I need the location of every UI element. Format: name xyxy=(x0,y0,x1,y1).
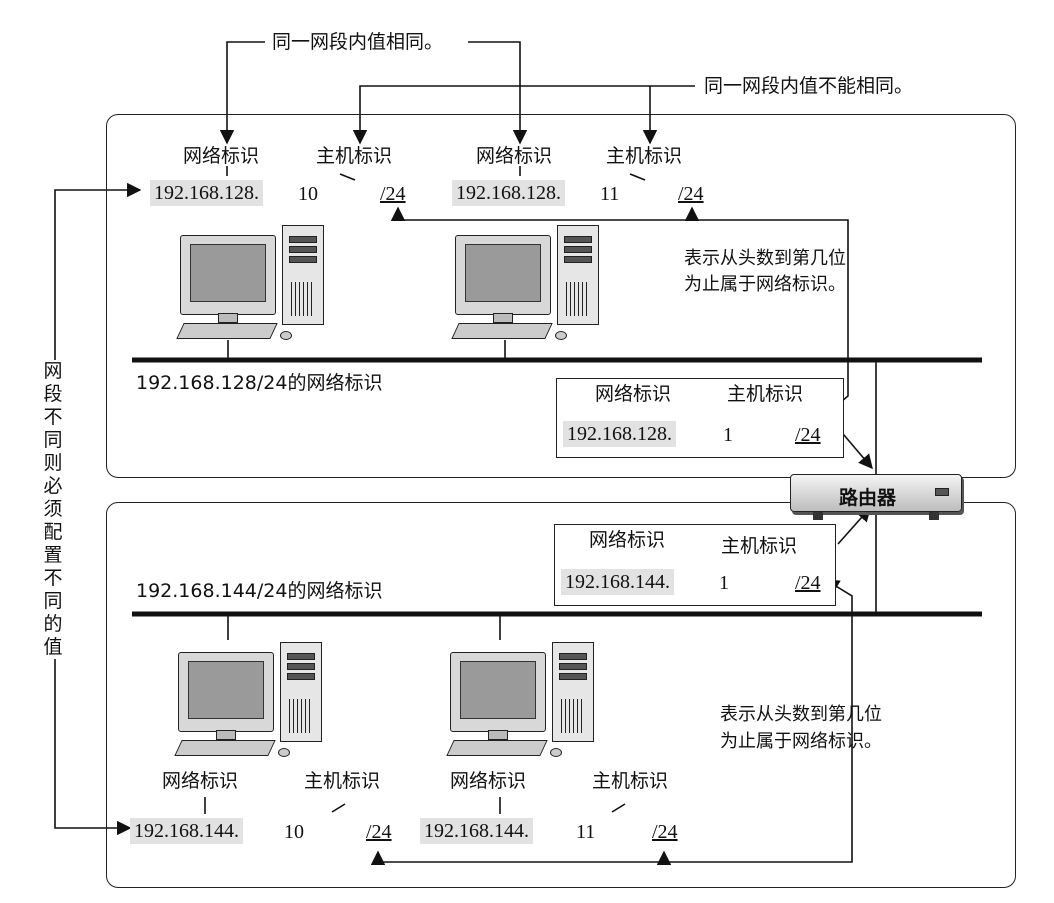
left-bracket-bottom-arrow xyxy=(54,652,132,836)
top-host-a-host-label: 主机标识 xyxy=(316,145,393,167)
computer-icon xyxy=(451,225,605,353)
bottom-host-a-ip-host: 10 xyxy=(284,821,304,843)
top-host-b-prefix: /24 xyxy=(678,183,704,205)
router-interface-top-box: 网络标识 主机标识 192.168.128. 1 /24 xyxy=(556,378,844,458)
top-host-a-prefix: /24 xyxy=(380,183,406,205)
router-label: 路由器 xyxy=(839,487,897,509)
top-host-a-ip-net: 192.168.128. xyxy=(150,180,263,206)
bottom-host-a-ip-net: 192.168.144. xyxy=(130,818,243,844)
router-interface-bottom-box: 网络标识 主机标识 192.168.144. 1 /24 xyxy=(554,524,836,606)
router-led-icon xyxy=(935,488,949,496)
bottom-host-b-ip-net: 192.168.144. xyxy=(420,818,533,844)
bottom-host-a-net-label: 网络标识 xyxy=(162,770,239,792)
top-host-b-ip-net: 192.168.128. xyxy=(452,180,565,206)
bottom-host-b-ip-host: 11 xyxy=(576,821,596,843)
different-host-arrow-left xyxy=(352,85,695,145)
computer-icon xyxy=(446,642,600,770)
router-top-ip-host: 1 xyxy=(723,424,733,446)
router-device: 路由器 xyxy=(790,474,962,520)
network-panel-bottom xyxy=(106,502,1016,888)
bottom-prefix-feedback xyxy=(370,700,853,865)
bottom-host-b-net-label: 网络标识 xyxy=(450,770,527,792)
left-bracket-top-arrow xyxy=(54,182,142,360)
same-network-arrow-right xyxy=(468,41,528,145)
top-prefix-note-line1: 表示从头数到第几位 xyxy=(684,248,846,269)
bottom-prefix-note-line2: 为止属于网络标识。 xyxy=(720,731,882,752)
router-top-net-label: 网络标识 xyxy=(595,383,672,405)
different-host-note: 同一网段内值不能相同。 xyxy=(704,75,914,97)
top-prefix-feedback xyxy=(390,206,849,293)
same-network-note: 同一网段内值相同。 xyxy=(272,31,444,53)
same-network-arrow-left xyxy=(219,41,265,145)
router-bottom-prefix: /24 xyxy=(795,572,821,594)
top-prefix-note-line2: 为止属于网络标识。 xyxy=(684,274,846,295)
router-bottom-host-label: 主机标识 xyxy=(721,535,798,557)
bottom-host-a-host-label: 主机标识 xyxy=(304,770,381,792)
top-host-b-net-label: 网络标识 xyxy=(476,145,553,167)
network-panel-top xyxy=(106,114,1016,478)
router-top-host-label: 主机标识 xyxy=(727,383,804,405)
top-host-a-net-label: 网络标识 xyxy=(183,145,260,167)
computer-icon xyxy=(176,225,330,353)
router-top-prefix: /24 xyxy=(795,424,821,446)
router-bottom-net-label: 网络标识 xyxy=(589,529,666,551)
router-top-ip-net: 192.168.128. xyxy=(563,421,676,447)
computer-icon xyxy=(174,642,328,770)
bottom-host-b-prefix: /24 xyxy=(652,821,678,843)
router-bottom-ip-net: 192.168.144. xyxy=(561,569,674,595)
bottom-host-b-host-label: 主机标识 xyxy=(592,770,669,792)
top-host-a-ip-host: 10 xyxy=(298,183,318,205)
router-bottom-if-arrow xyxy=(837,506,871,545)
bottom-network-label: 192.168.144/24的网络标识 xyxy=(136,580,383,602)
bottom-prefix-note-line1: 表示从头数到第几位 xyxy=(720,704,882,725)
left-vertical-note: 网段不 同则必 须配置 不同的 值 xyxy=(40,360,66,659)
top-host-b-ip-host: 11 xyxy=(600,183,620,205)
bottom-host-a-prefix: /24 xyxy=(366,821,392,843)
router-bottom-ip-host: 1 xyxy=(719,572,729,594)
top-host-b-host-label: 主机标识 xyxy=(606,145,683,167)
top-network-label: 192.168.128/24的网络标识 xyxy=(136,372,383,394)
